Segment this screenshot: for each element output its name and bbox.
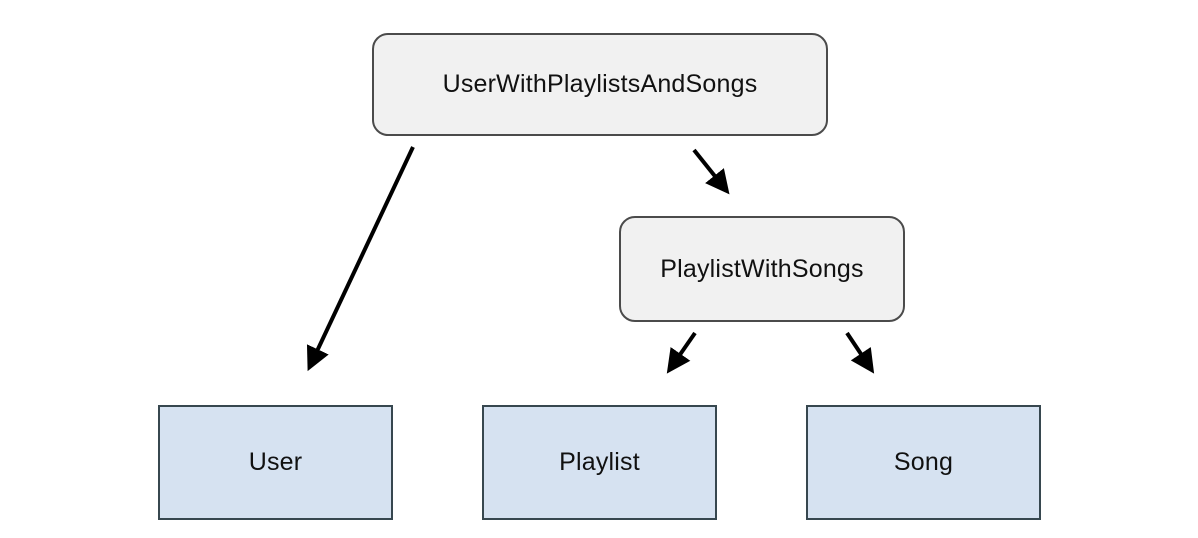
node-label: UserWithPlaylistsAndSongs bbox=[442, 70, 758, 98]
node-user: User bbox=[158, 405, 393, 520]
node-song: Song bbox=[806, 405, 1041, 520]
node-label: Playlist bbox=[559, 448, 640, 476]
edge-playlistwithsongs-to-playlist bbox=[666, 331, 697, 374]
edge-playlistwithsongs-to-song bbox=[845, 331, 875, 374]
node-label: Song bbox=[893, 448, 954, 476]
node-label: User bbox=[248, 448, 303, 476]
node-user-with-playlists-and-songs: UserWithPlaylistsAndSongs bbox=[372, 33, 828, 136]
node-label: PlaylistWithSongs bbox=[660, 254, 864, 283]
edge-userwithplaylistsandsongs-to-playlistwithsongs bbox=[692, 148, 730, 195]
edge-userwithplaylistsandsongs-to-user bbox=[306, 146, 415, 372]
node-playlist-with-songs: PlaylistWithSongs bbox=[619, 216, 905, 322]
node-playlist: Playlist bbox=[482, 405, 717, 520]
